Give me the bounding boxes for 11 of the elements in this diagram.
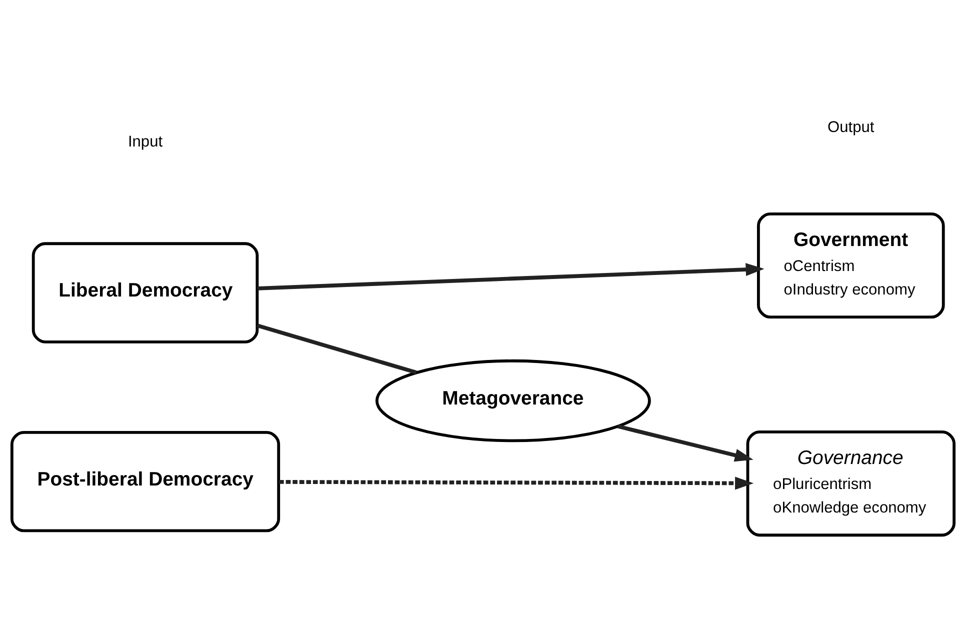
arrow [257,262,764,290]
node-box: Post-liberal Democracy [10,430,280,532]
label: Output [828,118,874,136]
connector [256,323,418,374]
label: Input [128,133,163,150]
node-box: Government oCentrism oIndustry economy [756,212,945,318]
node-box: Liberal Democracy [32,242,259,343]
node-box: Governance oPluricentrism oKnowledge economy [746,430,956,536]
arrow [618,424,754,462]
arrow [279,476,754,490]
node-ellipse: Metagoverance [375,358,651,442]
